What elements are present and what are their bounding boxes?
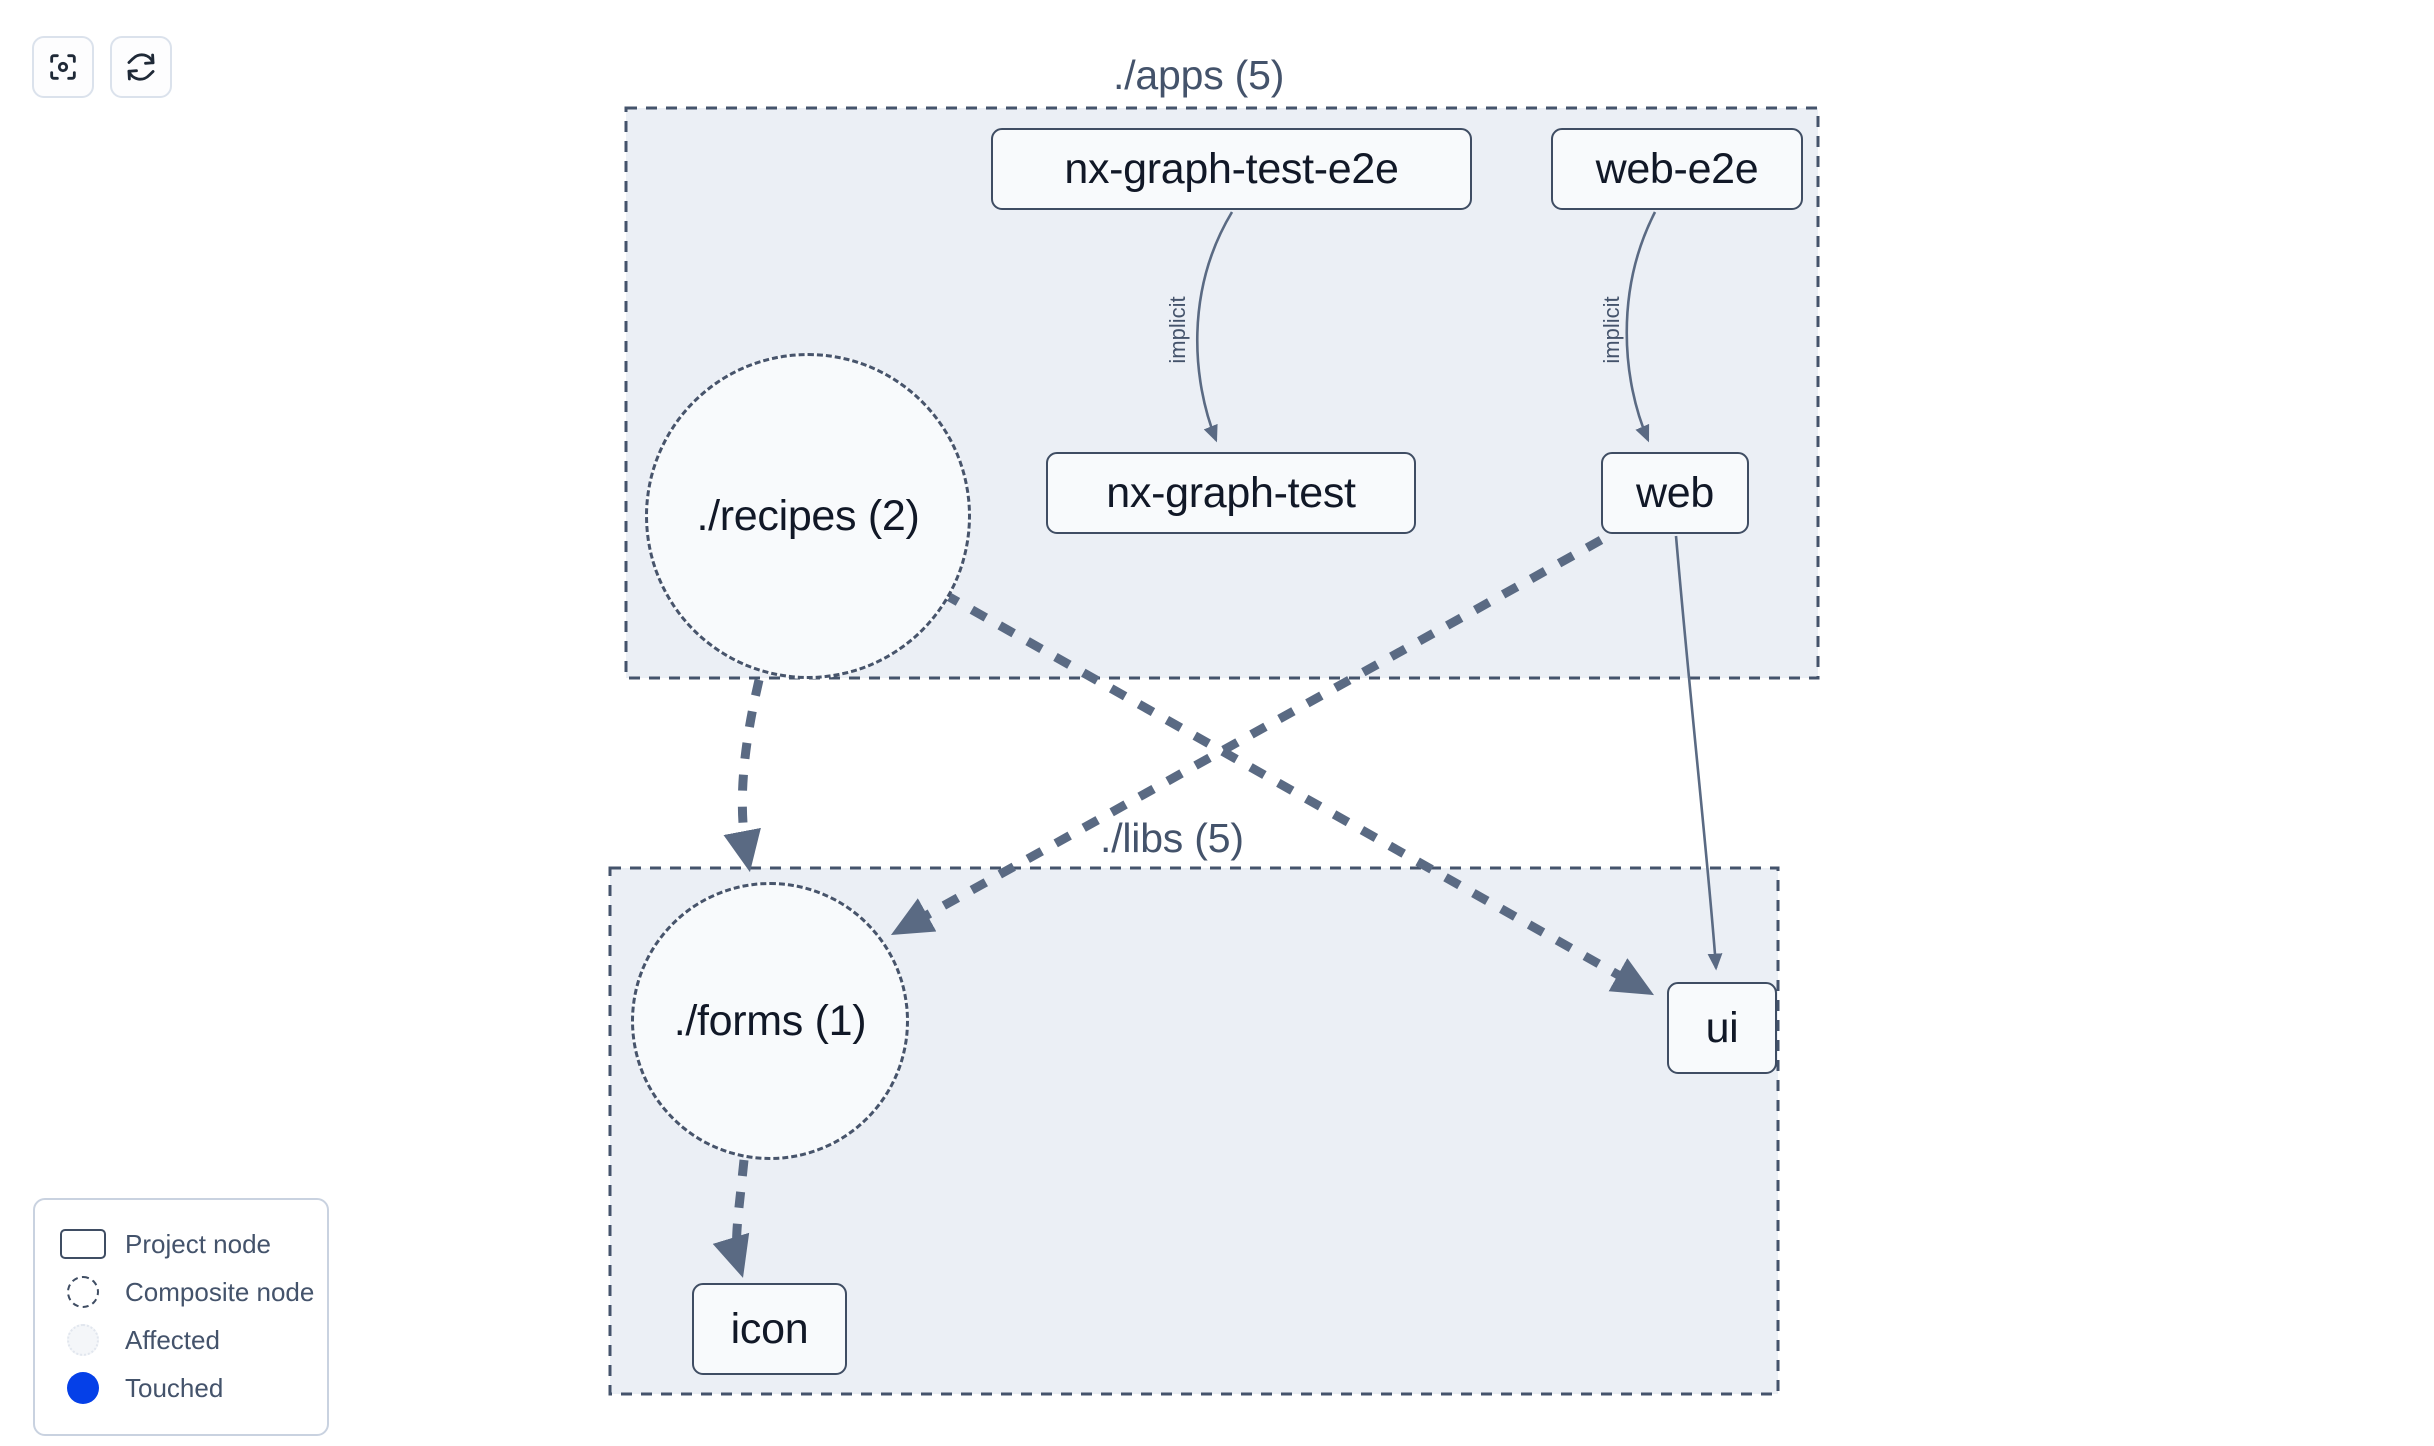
- legend-item-composite-node: Composite node: [57, 1268, 314, 1316]
- edge-label-implicit-1: implicit: [1165, 296, 1190, 363]
- graph-legend: Project node Composite node Affected Tou…: [33, 1198, 329, 1436]
- affected-swatch: [57, 1324, 109, 1356]
- focus-graph-button[interactable]: [32, 36, 94, 98]
- edge-web-to-ui[interactable]: [1674, 535, 1723, 971]
- legend-item-project-node: Project node: [57, 1220, 305, 1268]
- legend-item-touched: Touched: [57, 1364, 305, 1412]
- refresh-icon: [124, 50, 158, 84]
- project-node-swatch: [57, 1229, 109, 1259]
- legend-label-affected: Affected: [125, 1324, 220, 1355]
- edge-nx-graph-test-e2e-to-nx-graph-test[interactable]: [1196, 211, 1234, 443]
- composite-node-recipes[interactable]: ./recipes (2): [645, 353, 971, 679]
- legend-item-affected: Affected: [57, 1316, 305, 1364]
- graph-toolbar: [32, 36, 172, 98]
- edge-web-to-forms[interactable]: [890, 536, 1604, 936]
- composite-node-forms[interactable]: ./forms (1): [631, 882, 909, 1160]
- edge-web-e2e-to-web[interactable]: [1625, 211, 1657, 443]
- project-node-web[interactable]: web: [1601, 452, 1749, 534]
- project-node-web-e2e[interactable]: web-e2e: [1551, 128, 1803, 210]
- edge-label-implicit-2: implicit: [1599, 296, 1624, 363]
- project-node-icon[interactable]: icon: [692, 1283, 847, 1375]
- edge-recipes-to-ui[interactable]: [941, 590, 1655, 996]
- edge-forms-to-icon[interactable]: [712, 1159, 750, 1278]
- group-label-libs[interactable]: ./libs (5): [1100, 815, 1244, 861]
- refresh-graph-button[interactable]: [110, 36, 172, 98]
- project-node-ui[interactable]: ui: [1667, 982, 1777, 1074]
- project-node-nx-graph-test-e2e[interactable]: nx-graph-test-e2e: [991, 128, 1472, 210]
- project-node-nx-graph-test[interactable]: nx-graph-test: [1046, 452, 1416, 534]
- touched-swatch: [57, 1372, 109, 1404]
- legend-label-project-node: Project node: [125, 1228, 271, 1259]
- focus-target-icon: [46, 50, 80, 84]
- edge-recipes-to-forms[interactable]: [723, 678, 764, 873]
- composite-node-swatch: [57, 1276, 109, 1308]
- legend-label-composite-node: Composite node: [125, 1276, 315, 1307]
- group-label-apps[interactable]: ./apps (5): [1113, 52, 1285, 98]
- legend-label-touched: Touched: [125, 1372, 224, 1403]
